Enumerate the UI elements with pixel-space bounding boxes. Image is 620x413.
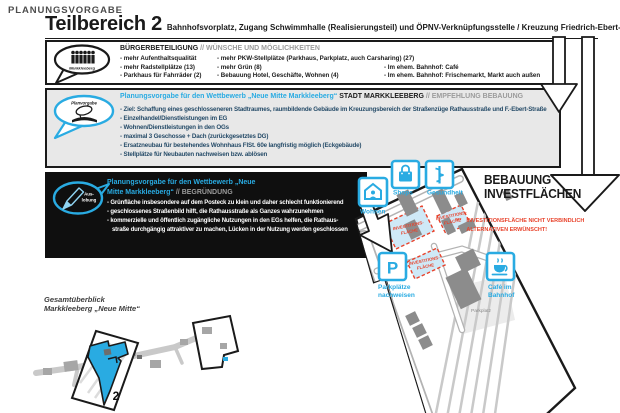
box1-heading-note: // WÜNSCHE UND MÖGLICHKEITEN xyxy=(200,45,320,52)
list-item: - geschlossenes Straßenbild hilft, die R… xyxy=(107,209,324,215)
badge-label: Gesundheit xyxy=(427,190,464,197)
box1-heading-main: BÜRGERBETEILIGUNG xyxy=(120,45,199,52)
overview-streets xyxy=(33,330,211,387)
bubble-label-line2: lobung xyxy=(82,198,97,203)
auslobung-speech-bubble-icon: Aus- lobung xyxy=(52,181,110,215)
map-infrastructure xyxy=(356,175,525,413)
site-boundary xyxy=(354,167,577,413)
box1-col1: - mehr Aufenthaltsqualität - mehr Radste… xyxy=(120,55,217,81)
buildings xyxy=(396,188,513,350)
area-number-label: 2 xyxy=(113,389,120,403)
planvorgabe-speech-bubble-icon: Planvorgabe xyxy=(53,94,115,140)
badge-label-line2: Bahnhof xyxy=(488,292,515,299)
focus-area-frame xyxy=(70,329,140,412)
list-item: - mehr Aufenthaltsqualität xyxy=(120,55,197,62)
coffee-cup-icon xyxy=(491,258,508,276)
map-headline-line1: BEBAUUNG xyxy=(484,173,552,187)
box1-col2: - mehr PKW-Stellplätze (Parkhaus, Parkpl… xyxy=(217,55,415,81)
box3-heading-line1: Planungsvorgabe für den Wettbewerb „Neue xyxy=(107,179,256,186)
box2-items: - Ziel: Schaffung eines geschlosseneren … xyxy=(120,105,547,159)
overview-map: 2 xyxy=(33,314,240,412)
plan-flag-icon xyxy=(72,105,97,123)
box-auslobung: Aus- lobung Planungsvorgabe für den Wett… xyxy=(45,172,367,258)
list-item: - Im ehem. Bahnhof: Frischemarkt, Markt … xyxy=(384,72,541,80)
badge-label-line1: Parkplätze xyxy=(378,284,411,291)
badge-label-line2: nachweisen xyxy=(378,292,415,299)
box3-heading-note: // BEGRÜNDUNG xyxy=(175,188,233,196)
box2-heading-note: // EMPFEHLUNG BEBAUUNG xyxy=(425,93,524,100)
overview-caption-line1: Gesamtüberblick xyxy=(44,295,105,304)
bubble-label: Planvorgabe xyxy=(71,101,97,106)
house-icon xyxy=(364,182,382,200)
citizens-speech-bubble-icon: Markkleeberg xyxy=(53,44,111,84)
highlight-inner-building xyxy=(103,348,112,356)
disclaimer-line2: ALTERNATIVEN ERWÜNSCHT! xyxy=(466,226,548,233)
list-item: - Stellplätze für Neubauten nachweisen b… xyxy=(120,151,268,158)
frame-inner-streets xyxy=(79,342,127,399)
svg-text:INVESTITIONS-: INVESTITIONS- xyxy=(392,220,424,232)
bubble-label: Markkleeberg xyxy=(69,66,95,71)
list-item: - mehr PKW-Stellplätze (Parkhaus, Parkpl… xyxy=(217,55,415,62)
kicker: PLANUNGSVORGABE xyxy=(8,5,123,16)
svg-text:INVESTITIONS-: INVESTITIONS- xyxy=(408,255,440,267)
box-planvorgabe: Planvorgabe Planungsvorgabe für den Wett… xyxy=(45,88,561,168)
overview-right-complex xyxy=(191,314,240,371)
box2-heading: Planungsvorgabe für den Wettbewerb „Neue… xyxy=(120,93,523,100)
box-buergerbeteiligung: Markkleeberg BÜRGERBETEILIGUNG // WÜNSCH… xyxy=(45,40,555,85)
list-item: - Ersatzneubau für bestehendes Wohnhaus … xyxy=(120,142,362,149)
investment-disclaimer: *** INVESTITIONSFLÄCHE NICHT VERBINDLICH… xyxy=(455,217,584,234)
crowd-icon xyxy=(71,50,95,64)
asterisks: *** xyxy=(455,218,462,224)
investment-area xyxy=(406,247,446,280)
box3-heading: Planungsvorgabe für den Wettbewerb „Neue… xyxy=(107,178,255,197)
box2-heading-blue: Planungsvorgabe für den Wettbewerb „Neue… xyxy=(120,93,338,100)
list-item: - kommerzielle und öffentlich zugänglich… xyxy=(107,218,339,224)
parking-lot-area xyxy=(452,275,515,334)
list-item: - mehr Grün (8) xyxy=(217,63,262,71)
bubble-label-line1: Aus- xyxy=(84,192,94,197)
box1-col3: - Im ehem. Bahnhof: Café - Im ehem. Bahn… xyxy=(384,64,540,81)
list-item: - mehr Radstellplätze (13) xyxy=(120,63,195,71)
list-item: - Bebauung Hotel, Geschäfte, Wohnen (4) xyxy=(217,72,339,80)
parking-p-icon: P xyxy=(387,259,398,278)
list-item: - maximal 3 Geschosse + Dach (zurückgese… xyxy=(120,133,269,140)
list-item: - Grünfläche insbesondere auf dem Postec… xyxy=(107,200,344,206)
box3-items: - Grünfläche insbesondere auf dem Postec… xyxy=(107,199,348,235)
box3-heading-line2: Mitte Markkleeberg“ xyxy=(107,188,176,196)
list-item: - Ziel: Schaffung eines geschlosseneren … xyxy=(120,106,547,113)
list-item: - Im ehem. Bahnhof: Café xyxy=(384,63,459,71)
badge-label-line1: Café im xyxy=(488,284,512,291)
streets xyxy=(356,175,506,413)
disclaimer-line1: INVESTITIONSFLÄCHE NICHT VERBINDLICH xyxy=(466,218,585,224)
pencil-icon xyxy=(62,187,85,210)
map-badge-cafe: Café im Bahnhof xyxy=(485,251,516,299)
list-item: straße durchgängig attraktiver zu machen… xyxy=(112,227,348,233)
overview-caption: Gesamtüberblick Markkleeberg „Neue Mitte… xyxy=(44,295,140,313)
overview-caption-line2: Markkleeberg „Neue Mitte“ xyxy=(44,304,140,313)
page-subtitle: Bahnhofsvorplatz, Zugang Schwimmhalle (R… xyxy=(166,23,620,32)
page-title: Teilbereich 2 xyxy=(45,13,162,35)
box1-columns: - mehr Aufenthaltsqualität - mehr Radste… xyxy=(120,55,540,81)
svg-text:FLÄCHE: FLÄCHE xyxy=(400,227,418,236)
parking-lot-label: Parkplatz xyxy=(471,308,492,314)
list-item: - Einzelhandel/Dienstleistungen im EG xyxy=(120,115,228,122)
title-block: Teilbereich 2 Bahnhofsvorplatz, Zugang Sc… xyxy=(45,13,620,39)
box2-heading-black: STADT MARKKLEEBERG xyxy=(339,93,424,100)
map-badge-parken: P Parkplätze nachweisen xyxy=(377,251,415,299)
box1-heading: BÜRGERBETEILIGUNG // WÜNSCHE UND MÖGLICH… xyxy=(120,45,320,52)
highlight-inner-line xyxy=(107,356,118,364)
overview-buildings xyxy=(43,339,188,375)
list-item: - Parkhaus für Fahrräder (2) xyxy=(120,72,202,80)
teilbereich2-highlight-area xyxy=(87,340,129,406)
badge-label: Shops xyxy=(393,190,413,197)
svg-text:FLÄCHE: FLÄCHE xyxy=(416,262,434,271)
aesculapius-staff-icon xyxy=(435,166,444,184)
investment-area xyxy=(383,205,435,250)
map-headline: BEBAUUNG INVESTFLÄCHEN xyxy=(484,173,582,201)
list-item: - Wohnen/Dienstleistungen in den OGs xyxy=(120,124,229,131)
map-headline-line2: INVESTFLÄCHEN xyxy=(484,186,582,201)
